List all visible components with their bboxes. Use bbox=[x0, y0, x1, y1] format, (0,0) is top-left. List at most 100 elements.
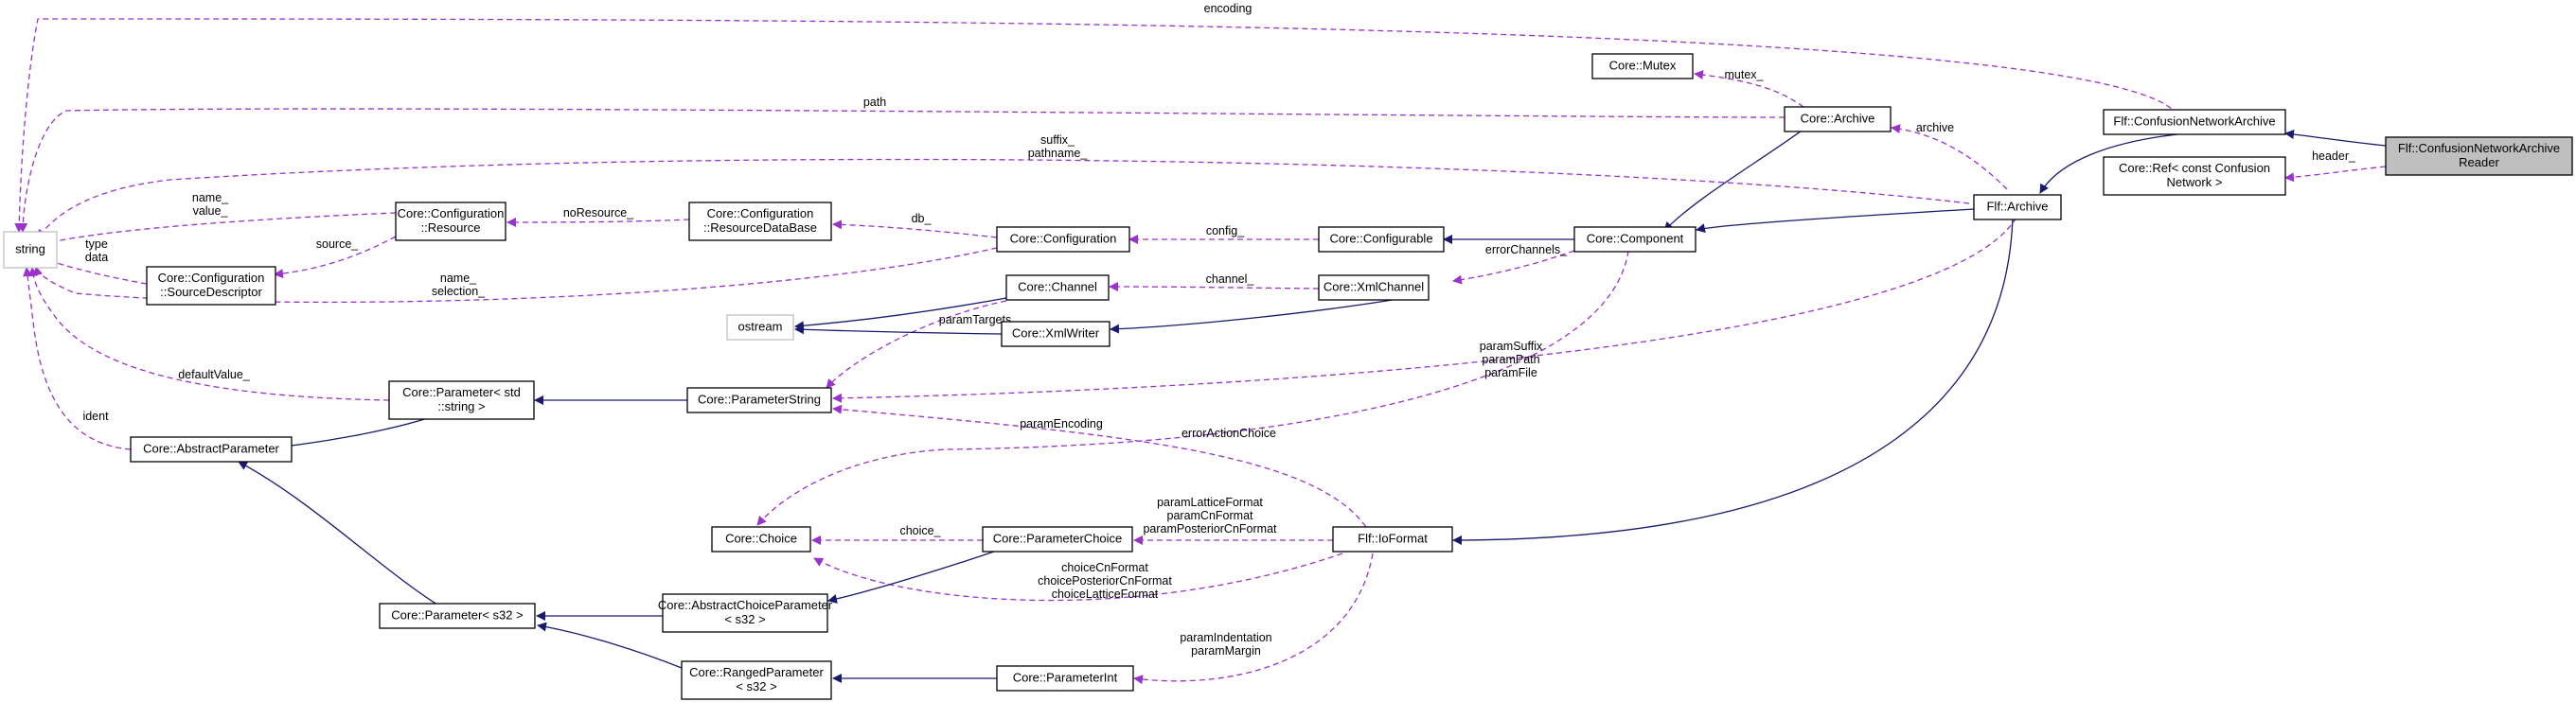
node-core-ref-cn[interactable]: Core::Ref< const ConfusionNetwork > bbox=[2103, 156, 2286, 196]
node-core-abs-choice-param[interactable]: Core::AbstractChoiceParameter< s32 > bbox=[658, 593, 833, 633]
node-box bbox=[688, 202, 832, 241]
node-core-config-resource[interactable]: Core::Configuration::Resource bbox=[395, 202, 506, 241]
node-core-choice[interactable]: Core::Choice bbox=[711, 526, 811, 553]
edge-label-suffix-pathname: pathname_ bbox=[1028, 147, 1089, 160]
node-box bbox=[388, 380, 535, 420]
node-core-component[interactable]: Core::Component bbox=[1573, 226, 1697, 253]
node-ostream[interactable]: ostream bbox=[726, 314, 794, 341]
edge-paramtargets bbox=[826, 300, 1007, 389]
node-core-abstract-param[interactable]: Core::AbstractParameter bbox=[130, 436, 293, 463]
node-core-param-choice[interactable]: Core::ParameterChoice bbox=[982, 526, 1133, 553]
edge-inh-ioformat bbox=[1452, 217, 2014, 545]
node-label: Flf::Archive bbox=[1986, 199, 2048, 213]
node-box bbox=[1784, 106, 1892, 132]
node-core-config-resdb[interactable]: Core::Configuration::ResourceDataBase bbox=[688, 202, 832, 241]
edge-paramencoding bbox=[832, 404, 1372, 535]
node-label: Core::ParameterChoice bbox=[993, 531, 1123, 545]
edge-label-encoding: encoding bbox=[1204, 2, 1252, 15]
edge-label-db: db_ bbox=[912, 212, 933, 225]
edge-source bbox=[274, 236, 397, 279]
edge-label-paramencoding: paramEncoding bbox=[1020, 417, 1103, 430]
node-core-channel[interactable]: Core::Channel bbox=[1005, 274, 1110, 301]
edge-label-defaultvalue: defaultValue_ bbox=[178, 368, 251, 381]
edge-label-paramtargets: paramTargets bbox=[939, 313, 1011, 326]
node-core-param-int[interactable]: Core::ParameterInt bbox=[996, 665, 1134, 692]
node-label: Core::AbstractParameter bbox=[143, 441, 279, 455]
node-label: < s32 > bbox=[736, 679, 776, 693]
node-label: Core::XmlChannel bbox=[1324, 279, 1424, 293]
node-label: Core::Archive bbox=[1801, 111, 1875, 125]
node-box bbox=[3, 231, 58, 269]
node-label: Core::Configuration bbox=[707, 206, 814, 220]
node-box bbox=[395, 202, 506, 241]
node-core-config-srcdesc[interactable]: Core::Configuration::SourceDescriptor bbox=[146, 266, 276, 306]
node-core-ranged-param[interactable]: Core::RangedParameter< s32 > bbox=[681, 660, 832, 700]
edge-inh-ranged bbox=[537, 622, 683, 669]
node-label: Core::Configurable bbox=[1329, 231, 1432, 245]
node-label: Core::Configuration bbox=[158, 271, 265, 285]
node-core-archive[interactable]: Core::Archive bbox=[1784, 106, 1892, 132]
edge-defaultvalue bbox=[27, 267, 390, 401]
edge-header bbox=[2284, 166, 2387, 183]
node-box bbox=[681, 660, 832, 700]
node-core-xmlchannel[interactable]: Core::XmlChannel bbox=[1318, 274, 1430, 301]
edge-archive bbox=[1891, 124, 2008, 190]
node-box bbox=[2103, 109, 2286, 135]
node-core-mutex[interactable]: Core::Mutex bbox=[1591, 53, 1694, 79]
node-label: ::SourceDescriptor bbox=[160, 285, 262, 299]
edge-label-config: config_ bbox=[1206, 224, 1245, 237]
edge-label-channel: channel_ bbox=[1206, 272, 1255, 286]
edge-label-name-selection: selection_ bbox=[432, 285, 486, 298]
node-string[interactable]: string bbox=[3, 231, 58, 269]
node-label: Flf::ConfusionNetworkArchive bbox=[2113, 114, 2275, 128]
node-label: Core::Ref< const Confusion bbox=[2119, 161, 2270, 175]
node-label: Core::Choice bbox=[725, 531, 797, 545]
node-box bbox=[2103, 156, 2286, 196]
node-label: Core::RangedParameter bbox=[689, 665, 824, 679]
edge-label-type-data: type bbox=[85, 237, 108, 251]
node-flf-ioformat[interactable]: Flf::IoFormat bbox=[1332, 526, 1453, 553]
node-box bbox=[686, 387, 832, 413]
edge-db bbox=[832, 219, 998, 238]
node-core-configurable[interactable]: Core::Configurable bbox=[1318, 226, 1445, 253]
edge-label-choice-cn: choiceLatticeFormat bbox=[1052, 588, 1159, 601]
node-box bbox=[996, 665, 1134, 692]
node-label: Core::Parameter< s32 > bbox=[391, 607, 523, 622]
node-core-configuration[interactable]: Core::Configuration bbox=[996, 226, 1130, 253]
edge-inh-core-archive bbox=[1663, 125, 1809, 232]
edge-label-param-indent: paramIndentation bbox=[1180, 631, 1271, 644]
node-box bbox=[2385, 136, 2573, 176]
node-label: < s32 > bbox=[724, 612, 765, 626]
node-box bbox=[130, 436, 293, 463]
edge-label-noresource: noResource_ bbox=[563, 206, 634, 219]
node-label: Core::Component bbox=[1587, 231, 1684, 245]
edge-label-paramsuffix: paramPath bbox=[1482, 353, 1539, 366]
node-box bbox=[662, 593, 828, 633]
edge-suffix-pathname bbox=[37, 158, 1970, 239]
node-label: Core::ParameterString bbox=[698, 392, 821, 406]
edge-channel bbox=[1109, 282, 1320, 292]
edge-inh-cn-archive bbox=[2284, 130, 2387, 147]
edge-inh-xmlwriter-ostream bbox=[794, 325, 1003, 335]
node-box bbox=[1318, 274, 1430, 301]
node-label: string bbox=[15, 241, 45, 255]
edge-name-value bbox=[42, 212, 397, 247]
node-core-param-string-tpl[interactable]: Core::Parameter< std::string > bbox=[388, 380, 535, 420]
node-core-param-s32[interactable]: Core::Parameter< s32 > bbox=[379, 603, 536, 629]
edge-inh-component-archive bbox=[1696, 208, 1975, 234]
node-label: Flf::IoFormat bbox=[1358, 531, 1428, 545]
edge-label-param-indent: paramMargin bbox=[1191, 644, 1261, 658]
node-flf-archive[interactable]: Flf::Archive bbox=[1973, 194, 2062, 220]
node-label: Core::XmlWriter bbox=[1012, 325, 1100, 340]
edge-noresource bbox=[506, 217, 690, 227]
node-box bbox=[1573, 226, 1697, 253]
node-box bbox=[982, 526, 1133, 553]
node-core-param-string[interactable]: Core::ParameterString bbox=[686, 387, 832, 413]
edge-label-header: header_ bbox=[2312, 149, 2356, 163]
node-core-xmlwriter[interactable]: Core::XmlWriter bbox=[1001, 321, 1110, 347]
node-flf-cn-archive[interactable]: Flf::ConfusionNetworkArchive bbox=[2103, 109, 2286, 135]
edge-paramsuffix bbox=[832, 217, 2017, 403]
edge-label-suffix-pathname: suffix_ bbox=[1040, 133, 1075, 147]
